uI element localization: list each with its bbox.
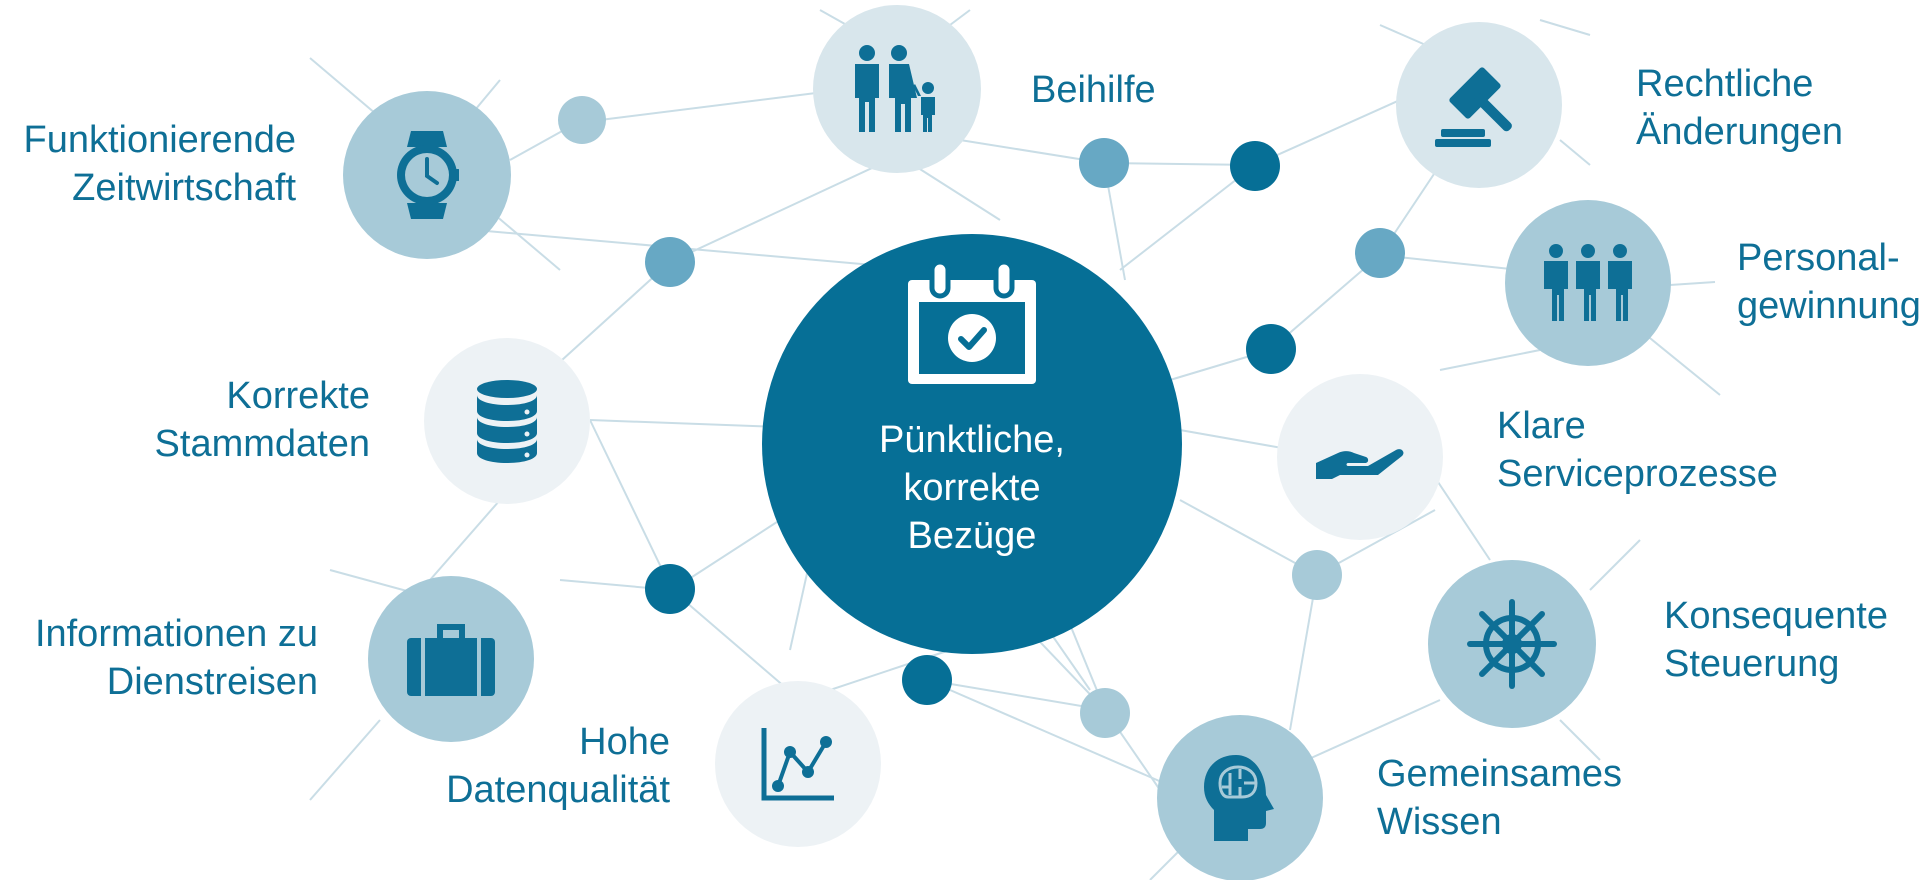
connector-line bbox=[926, 679, 1181, 791]
suitcase-icon bbox=[407, 624, 495, 696]
node-dienstreisen bbox=[368, 576, 534, 742]
connector-dot bbox=[1080, 688, 1130, 738]
node-rechtliche-aenderungen bbox=[1396, 22, 1562, 188]
watch-icon bbox=[397, 131, 459, 219]
label-steuerung: Konsequente Steuerung bbox=[1664, 595, 1888, 685]
node-zeitwirtschaft bbox=[343, 91, 511, 259]
node-serviceprozesse bbox=[1277, 374, 1443, 540]
connector-dot bbox=[1292, 550, 1342, 600]
connector-line bbox=[1439, 349, 1541, 371]
connector-dot bbox=[558, 96, 606, 144]
connector-line bbox=[1639, 329, 1721, 396]
connector-line bbox=[1119, 164, 1256, 271]
connector-line bbox=[429, 499, 501, 581]
connector-line bbox=[1539, 19, 1591, 36]
node-datenqualitaet bbox=[715, 681, 881, 847]
label-wissen: Gemeinsames Wissen bbox=[1377, 753, 1622, 843]
connector-line bbox=[1669, 281, 1716, 286]
connector-dot bbox=[645, 237, 695, 287]
connector-line bbox=[1103, 162, 1256, 166]
node-personalgewinnung bbox=[1505, 200, 1671, 366]
open-hand-icon bbox=[1316, 449, 1404, 479]
label-rechtliche-aenderungen: Rechtliche Änderungen bbox=[1636, 63, 1844, 153]
connector-dot bbox=[645, 564, 695, 614]
node-stammdaten bbox=[424, 338, 590, 504]
calendar-check-icon bbox=[908, 260, 1036, 384]
label-personalgewinnung: Personal- gewinnung bbox=[1737, 237, 1921, 327]
connector-dot bbox=[1355, 228, 1405, 278]
connector-line bbox=[1289, 574, 1318, 731]
label-serviceprozesse: Klare Serviceprozesse bbox=[1497, 405, 1778, 495]
node-beihilfe bbox=[813, 5, 981, 173]
connector-line bbox=[1559, 139, 1591, 166]
connector-line bbox=[1589, 539, 1641, 591]
gavel-icon bbox=[1435, 67, 1512, 147]
connector-dot bbox=[1079, 138, 1129, 188]
label-zeitwirtschaft: Funktionierende Zeitwirtschaft bbox=[23, 119, 296, 209]
connector-dot bbox=[1246, 324, 1296, 374]
connector-line bbox=[926, 679, 1106, 711]
label-dienstreisen: Informationen zu Dienstreisen bbox=[34, 613, 318, 703]
connector-line bbox=[1559, 719, 1601, 761]
connector-dot bbox=[902, 655, 952, 705]
brain-head-icon bbox=[1204, 755, 1274, 841]
center-node: Pünktliche, korrekte Bezüge bbox=[762, 234, 1182, 654]
connector-line bbox=[671, 589, 801, 701]
people-icon bbox=[1544, 244, 1632, 321]
family-icon bbox=[855, 45, 935, 132]
connector-line bbox=[474, 229, 931, 271]
label-stammdaten: Korrekte Stammdaten bbox=[154, 375, 370, 465]
connector-dot bbox=[1230, 141, 1280, 191]
label-beihilfe: Beihilfe bbox=[1031, 69, 1156, 111]
connector-line bbox=[309, 719, 381, 801]
node-steuerung bbox=[1428, 560, 1596, 728]
label-datenqualitaet: Hohe Datenqualität bbox=[446, 721, 670, 811]
node-wissen bbox=[1157, 715, 1323, 880]
center-label: Pünktliche, korrekte Bezüge bbox=[879, 419, 1065, 557]
database-icon bbox=[477, 380, 537, 463]
ship-wheel-icon bbox=[1467, 599, 1557, 689]
connector-line bbox=[789, 559, 811, 651]
connector-line bbox=[599, 89, 841, 121]
connector-line bbox=[589, 419, 673, 591]
line-chart-icon bbox=[761, 728, 834, 801]
connector-line bbox=[669, 154, 901, 263]
connector-line bbox=[1254, 99, 1401, 166]
